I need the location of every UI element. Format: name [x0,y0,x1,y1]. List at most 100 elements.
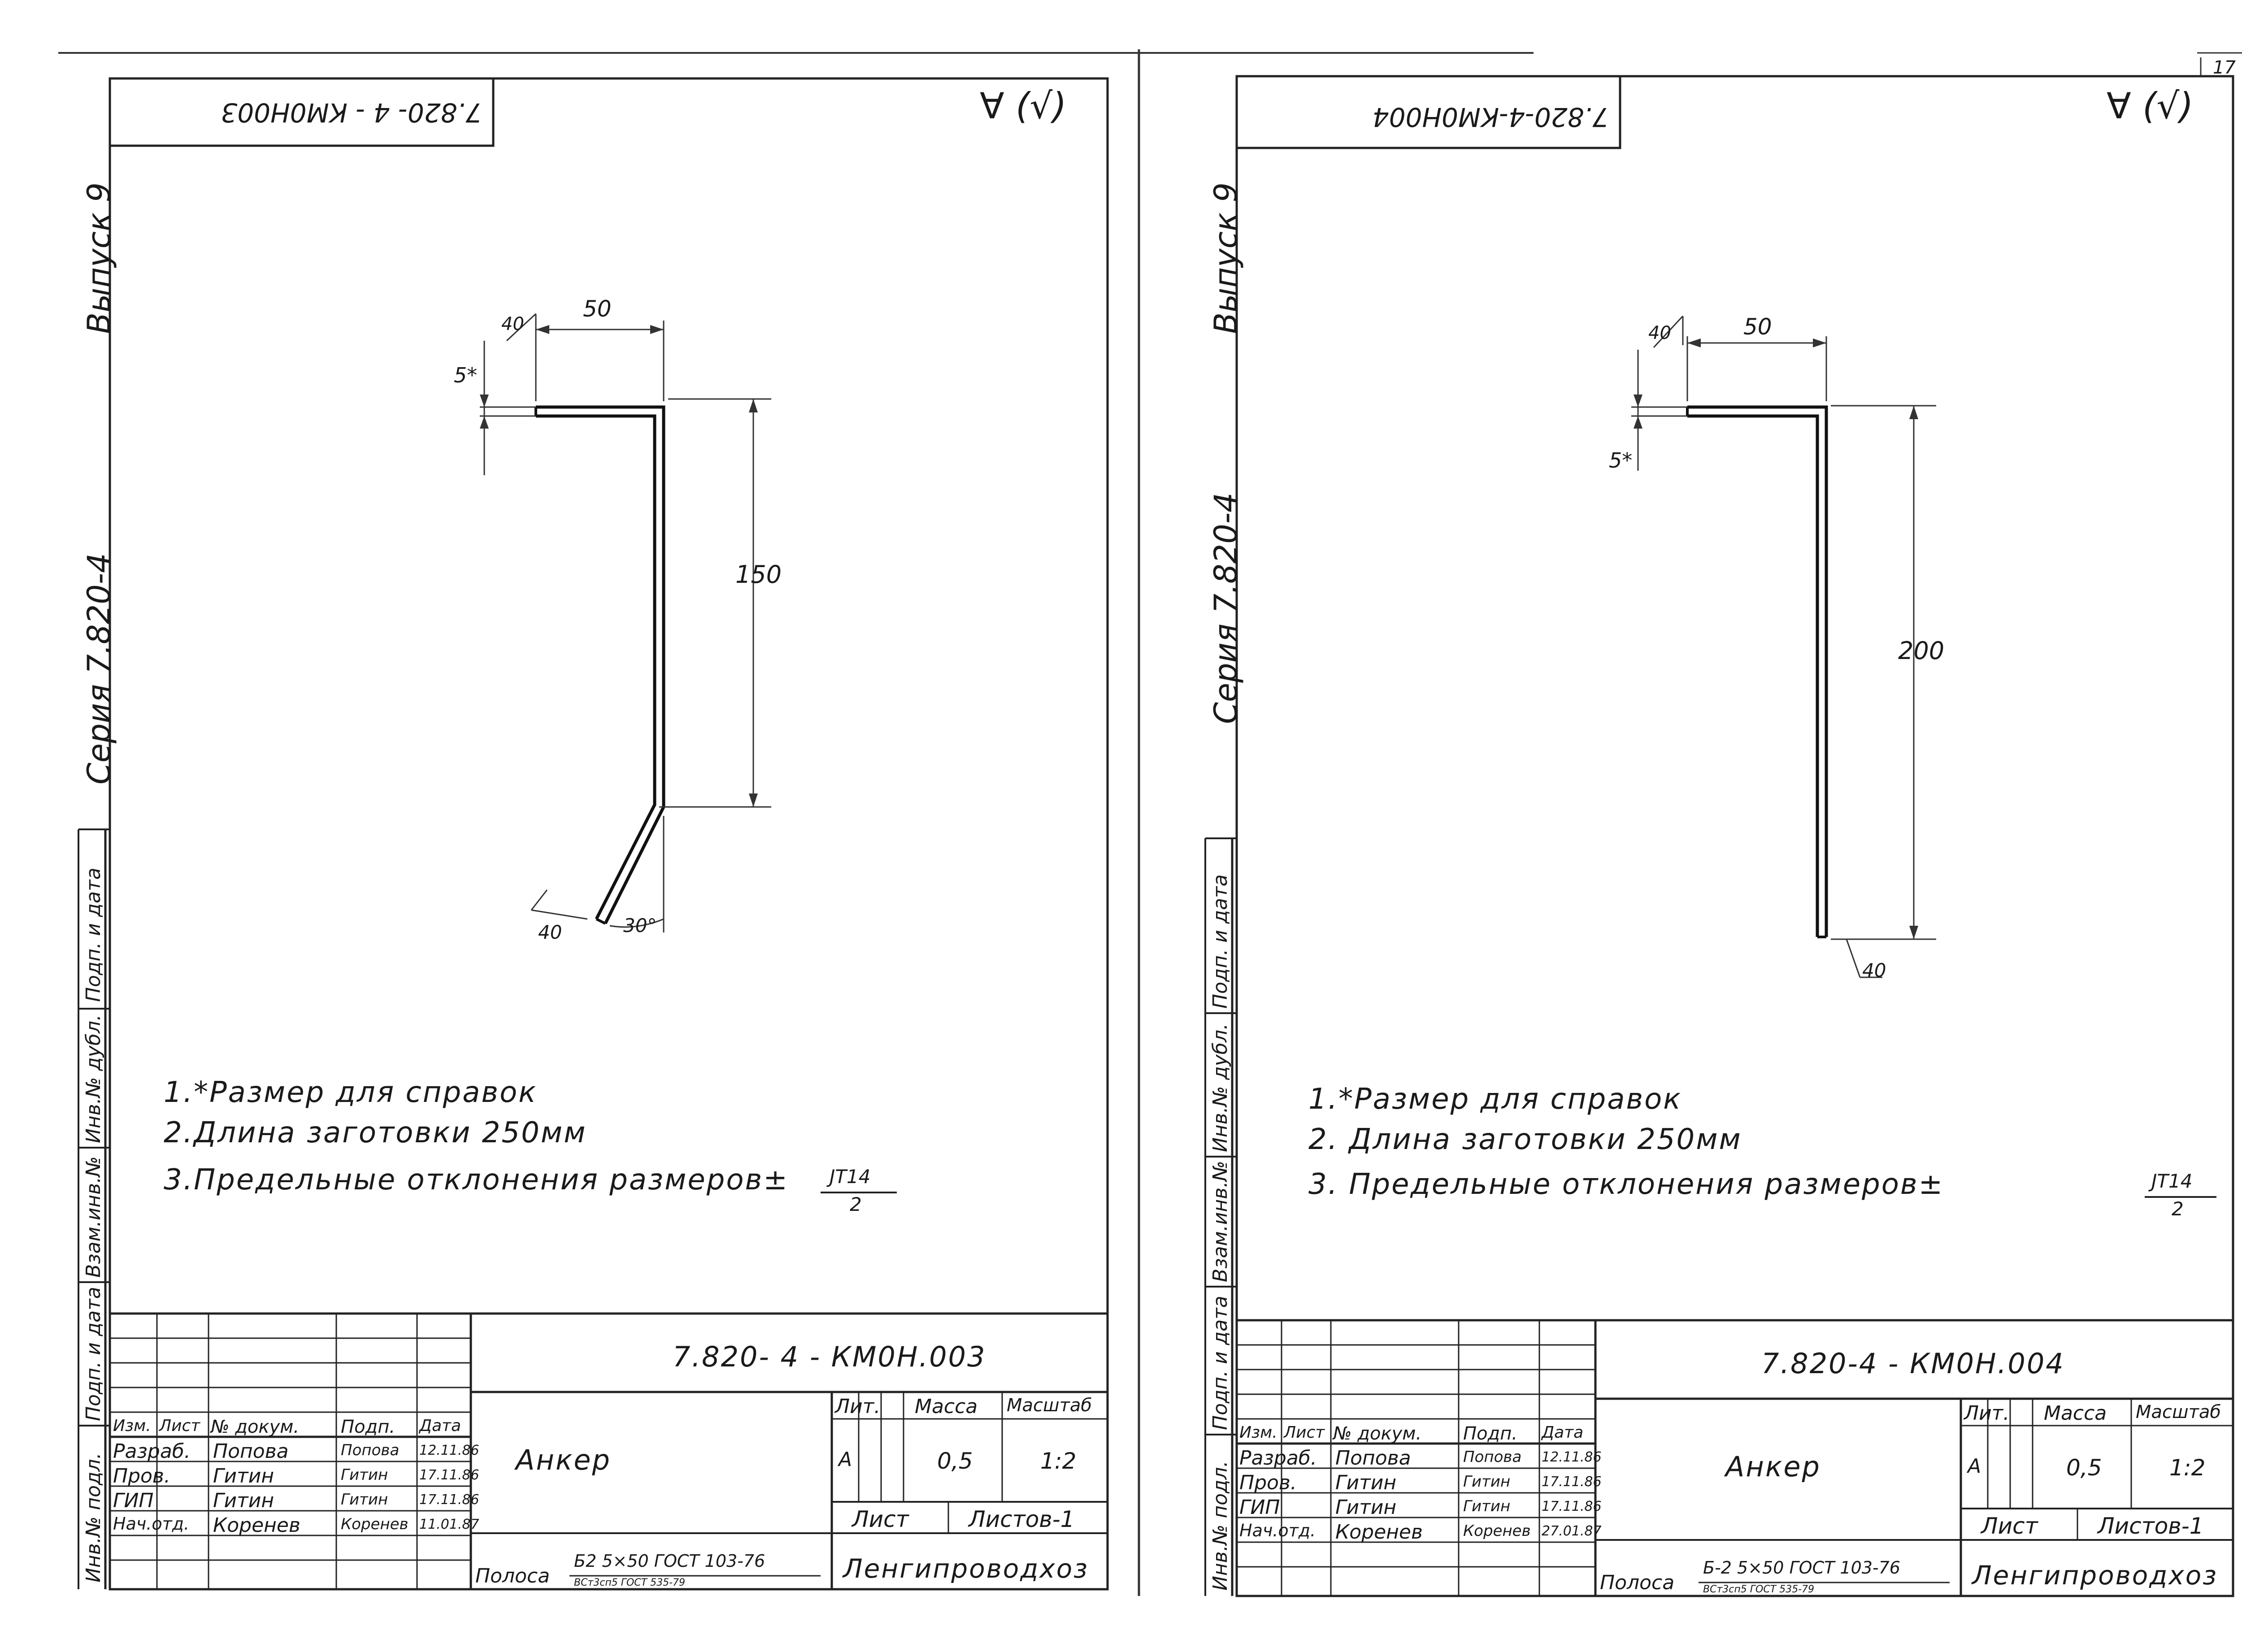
scale-value: 1:2 [1040,1448,1077,1474]
tolerance-denominator: 2 [2172,1198,2184,1220]
row-date: 17.11.86 [419,1467,479,1483]
header-date: Дата [419,1417,461,1435]
row-name: Гитин [213,1489,274,1512]
dim-angle: 30° [623,915,657,937]
stamp-code: 7.820- 4 - КМ0Н003 [221,97,482,128]
row-role: Разраб. [1239,1447,1317,1470]
side-field-2: Инв.№ дубл. [82,1014,105,1143]
issue-label: Выпуск 9 [81,182,117,334]
roughness-symbol: ∀ (√) [2107,85,2194,127]
scale-label: Масштаб [2136,1402,2221,1422]
row-sign: Попова [1463,1448,1522,1466]
scale-value: 1:2 [2169,1455,2206,1481]
note-2: 2.Длина заготовки 250мм [164,1116,587,1149]
row-role: Разраб. [113,1440,191,1463]
sheet-label: Лист [1981,1513,2038,1539]
side-field-2: Инв.№ дубл. [1209,1023,1232,1152]
row-date: 17.11.86 [1542,1499,1602,1514]
tolerance-numerator: JT14 [830,1166,871,1188]
drawing-sheet-right: 7.820-4-КМ0Н004 ∀ (√) Серия 7.820-4 Выпу… [1143,0,2242,1652]
tolerance-numerator: JT14 [2151,1170,2193,1192]
row-name: Коренев [1335,1521,1423,1544]
side-field-3: Взам.инв.№ [82,1156,105,1278]
series-label: Серия 7.820-4 [1208,492,1244,724]
title-code: 7.820- 4 - КМ0Н.003 [673,1340,986,1373]
row-date: 17.11.86 [1542,1474,1602,1490]
side-field-1: Подп. и дата [1209,874,1232,1009]
row-role: ГИП [113,1489,154,1512]
issue-label: Выпуск 9 [1208,182,1244,334]
mass-value: 0,5 [2066,1455,2102,1481]
row-name: Гитин [1335,1496,1397,1519]
title-name: Анкер [516,1444,611,1476]
row-role: Пров. [1239,1471,1297,1494]
header-list: Лист [159,1417,200,1435]
row-sign: Гитин [1463,1497,1511,1515]
header-date: Дата [1542,1423,1584,1442]
dim-thickness-top: 40 [1648,323,1671,343]
mass-label: Масса [2044,1402,2107,1425]
header-izm: Изм. [113,1417,151,1435]
sheet-frame-right [1204,75,2234,1597]
header-list: Лист [1284,1423,1325,1442]
note-3: 3. Предельные отклонения размеров± [1308,1168,1944,1201]
organization: Ленгипроводхоз [1972,1560,2218,1591]
row-date: 11.01.87 [419,1517,479,1532]
dim-length: 200 [1898,637,1945,665]
row-name: Попова [213,1440,289,1463]
material-top: Б-2 5×50 ГОСТ 103-76 [1703,1558,1900,1578]
header-sign: Подп. [1463,1423,1518,1444]
row-date: 17.11.86 [419,1492,479,1508]
row-role: Пров. [113,1465,170,1487]
row-role: ГИП [1239,1496,1280,1519]
row-date: 12.11.86 [1542,1449,1602,1465]
mass-label: Масса [915,1395,978,1418]
material-bottom: ВСт3сп5 ГОСТ 535-79 [1703,1584,1815,1595]
material-bottom: ВСт3сп5 ГОСТ 535-79 [574,1577,686,1588]
material-prefix: Полоса [475,1565,550,1587]
row-name: Гитин [1335,1471,1397,1494]
dim-ref: 5* [454,363,478,387]
header-izm: Изм. [1239,1423,1277,1442]
sheets-label: Листов-1 [2098,1513,2204,1539]
lit-label: Лит. [835,1395,881,1418]
side-field-4: Подп. и дата [1209,1296,1232,1430]
material-top: Б2 5×50 ГОСТ 103-76 [574,1551,765,1571]
row-role: Нач.отд. [1239,1521,1316,1540]
title-name: Анкер [1725,1450,1821,1483]
material-prefix: Полоса [1600,1571,1675,1594]
dim-thickness-top: 40 [501,314,524,334]
row-sign: Гитин [341,1466,388,1484]
sheet-label: Лист [852,1506,909,1532]
dim-thickness-bottom: 40 [538,921,562,943]
row-sign: Гитин [1463,1473,1511,1491]
row-sign: Коренев [341,1515,408,1533]
side-field-5: Инв.№ подл. [1209,1461,1232,1591]
dim-length: 150 [735,560,782,589]
mass-value: 0,5 [937,1448,973,1474]
dim-top-width: 50 [583,296,612,322]
row-sign: Попова [341,1441,400,1459]
row-date: 27.01.87 [1542,1523,1602,1539]
organization: Ленгипроводхоз [843,1553,1089,1584]
lit-label: Лит. [1964,1402,2010,1425]
side-field-3: Взам.инв.№ [1209,1161,1232,1282]
roughness-symbol: ∀ (√) [980,85,1067,127]
header-sign: Подп. [341,1417,395,1437]
row-role: Нач.отд. [113,1514,190,1534]
sheets-label: Листов-1 [969,1506,1075,1532]
side-field-5: Инв.№ подл. [82,1453,105,1583]
series-label: Серия 7.820-4 [81,553,117,785]
scale-label: Масштаб [1007,1395,1092,1416]
page-number: 17 [2213,57,2236,78]
dim-top-width: 50 [1743,314,1772,340]
row-name: Попова [1335,1447,1411,1470]
side-field-4: Подп. и дата [82,1287,105,1421]
header-doc: № докум. [211,1417,300,1437]
title-code: 7.820-4 - КМ0Н.004 [1761,1347,2065,1380]
note-1: 1.*Размер для справок [164,1076,537,1109]
row-name: Коренев [213,1514,300,1537]
stamp-code: 7.820-4-КМ0Н004 [1372,102,1609,132]
row-sign: Гитин [341,1491,388,1509]
